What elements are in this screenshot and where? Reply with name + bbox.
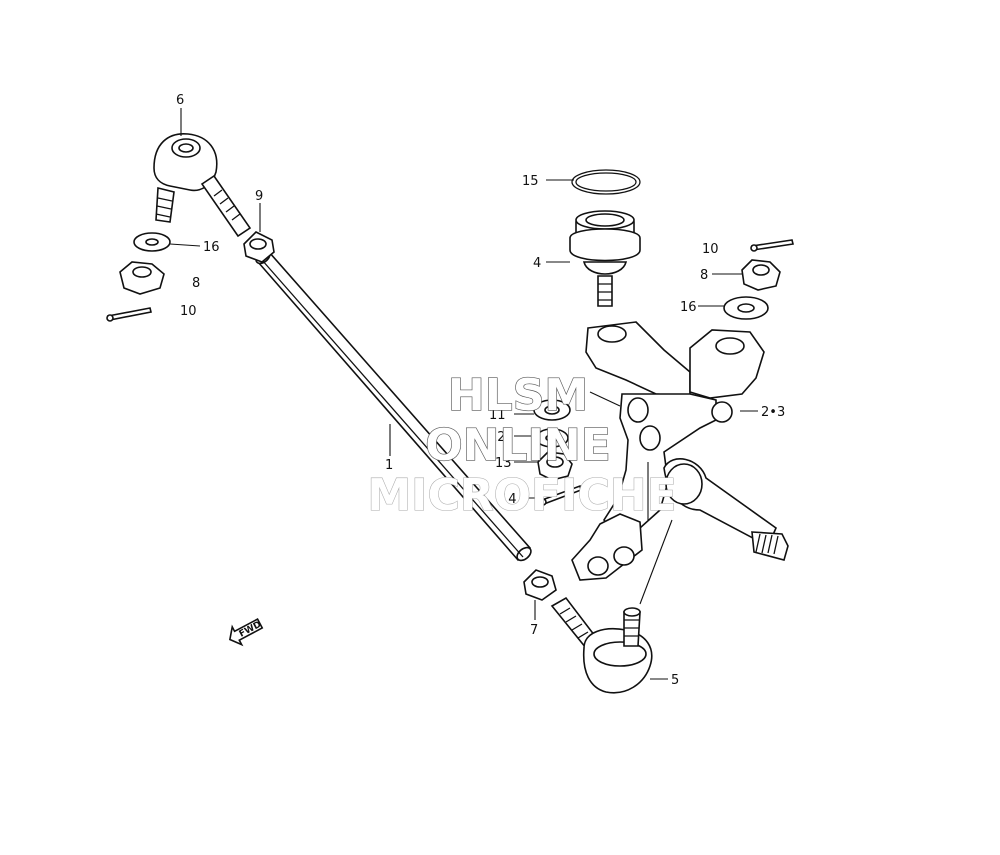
callout-9: 9 bbox=[255, 189, 263, 204]
callout-labels: 6 9 16 8 10 1 15 4 10 8 16 2•3 11 12 13 … bbox=[176, 93, 785, 688]
steering-knuckle bbox=[571, 321, 789, 581]
castle-nut-8-left bbox=[119, 261, 165, 295]
callout-4: 4 bbox=[533, 256, 541, 271]
fwd-arrow-icon: FWD bbox=[228, 618, 264, 647]
cotter-pin-10-left bbox=[106, 307, 152, 322]
watermark-line-3: MICROFICHE bbox=[367, 470, 676, 521]
watermark: HLSM ONLINE MICROFICHE bbox=[367, 369, 677, 521]
washer-12 bbox=[535, 428, 569, 448]
callout-10-right: 10 bbox=[702, 242, 719, 257]
watermark-line-1: HLSM bbox=[448, 370, 588, 421]
callout-13: 13 bbox=[495, 456, 512, 471]
callout-16-right: 16 bbox=[680, 300, 697, 315]
tie-rod-end-5 bbox=[550, 596, 653, 694]
castle-nut-13 bbox=[537, 451, 573, 481]
callout-2-3: 2•3 bbox=[761, 405, 785, 420]
lock-nut-9 bbox=[243, 231, 275, 263]
callout-7: 7 bbox=[530, 623, 538, 638]
callout-6: 6 bbox=[176, 93, 184, 108]
leader-lines bbox=[169, 108, 758, 680]
callout-12: 12 bbox=[489, 430, 506, 445]
callout-8-right: 8 bbox=[700, 268, 708, 283]
cotter-pin-14 bbox=[539, 484, 582, 506]
callout-15: 15 bbox=[522, 174, 539, 189]
callout-5: 5 bbox=[671, 673, 679, 688]
callout-14: 14 bbox=[500, 492, 517, 507]
callout-10-left: 10 bbox=[180, 304, 197, 319]
callout-8-left: 8 bbox=[192, 276, 200, 291]
bolt-11 bbox=[533, 399, 571, 421]
tie-rod-end-6 bbox=[153, 133, 252, 238]
callout-1: 1 bbox=[385, 458, 393, 473]
watermark-line-2: ONLINE bbox=[425, 420, 611, 471]
washer-16-right bbox=[723, 296, 769, 320]
snap-ring-15 bbox=[571, 169, 641, 195]
callout-16-left: 16 bbox=[203, 240, 220, 255]
ball-joint-4 bbox=[569, 210, 641, 307]
cotter-pin-10-right bbox=[750, 239, 794, 252]
callout-11: 11 bbox=[489, 408, 506, 423]
lock-nut-7 bbox=[523, 569, 557, 601]
castle-nut-8-right bbox=[741, 259, 781, 291]
